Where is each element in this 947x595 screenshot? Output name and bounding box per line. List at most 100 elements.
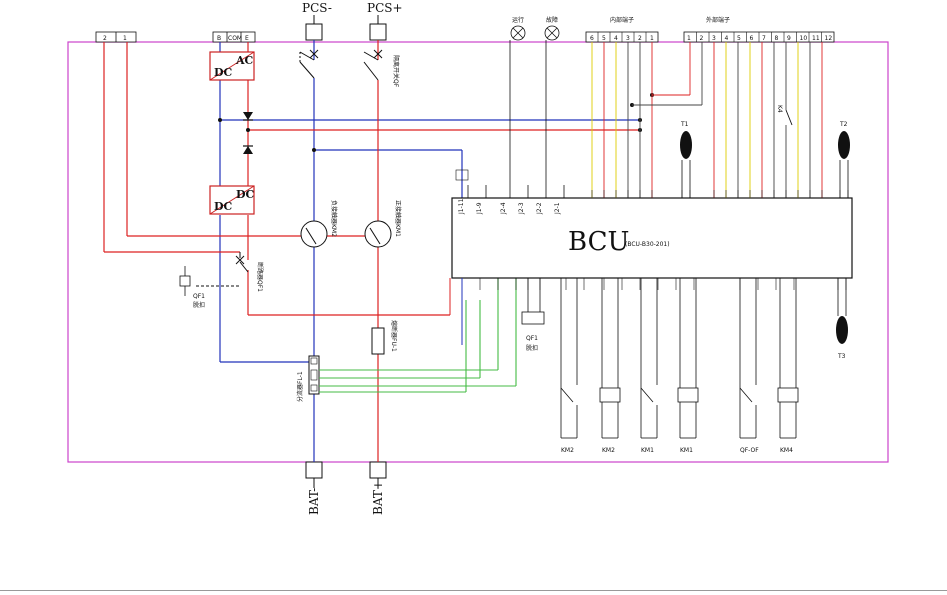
relay-label: QF-OF [740, 447, 759, 454]
t3-label: T3 [837, 353, 846, 360]
relay-label: KM1 [680, 447, 693, 454]
temp-sensor-t1 [680, 131, 692, 198]
outer-term-6: 6 [750, 35, 754, 42]
outer-term-1: 1 [687, 35, 691, 42]
terminal-block-left: 2 1 [95, 31, 137, 43]
relay-group: KM2 KM2 KM1 KM1 QF-OF KM4 [559, 278, 799, 454]
svg-text:J1-11: J1-11 [458, 198, 465, 215]
k4-label: K4 [776, 105, 783, 113]
diodes [243, 112, 253, 154]
bcu-module: BCU (BCU-B30-201) [451, 197, 853, 279]
shunt-label: 分流器FL-1 [296, 371, 304, 402]
relay-label: KM1 [641, 447, 654, 454]
negative-bus [219, 40, 640, 462]
bat-plus-label: BAT+ [371, 480, 385, 515]
bat-plus-terminal [369, 461, 387, 479]
temp-sensor-t2 [838, 131, 850, 198]
ac-label-1: AC [235, 54, 254, 67]
outer-term-9: 9 [787, 35, 791, 42]
run-lamp-label: 运行 [512, 16, 524, 24]
inner-term-4: 4 [614, 35, 618, 42]
pcs-plus-terminal [369, 23, 387, 41]
km2-label: 负接触器KM2 [330, 200, 338, 237]
qf1-left-sub: 脱扣 [193, 301, 205, 309]
inner-term-2: 2 [638, 35, 642, 42]
outer-term-10: 10 [800, 35, 808, 42]
relay-0: KM2 [559, 278, 579, 454]
breaker-qf1 [196, 252, 249, 287]
k4-switch [785, 109, 793, 126]
outer-terminal-group-label: 外部端子 [706, 16, 730, 24]
fault-lamp [544, 25, 560, 41]
dc-label-2: DC [214, 200, 233, 213]
dc-label-3: DC [236, 188, 255, 201]
inner-terminal-block [585, 31, 659, 43]
relay-label: KM2 [602, 447, 615, 454]
qf1-left-label: QF1 [193, 293, 205, 300]
svg-text:J2-1: J2-1 [554, 202, 561, 215]
qf1-trip-coil-left [179, 275, 191, 287]
relay-3: KM1 [677, 278, 699, 454]
cabinet-frame [67, 41, 889, 463]
outer-term-8: 8 [775, 35, 779, 42]
outer-term-3: 3 [712, 35, 716, 42]
outer-term-5: 5 [737, 35, 741, 42]
load-isolating-switch [299, 49, 383, 81]
bcu-model: (BCU-B30-201) [625, 241, 670, 248]
terminal-left-1: 1 [123, 35, 127, 42]
dc-ac-converter: DC AC [209, 51, 255, 81]
pcs-minus-terminal [305, 23, 323, 41]
inner-term-5: 5 [602, 35, 606, 42]
pcs-minus-label: PCS- [302, 1, 332, 15]
bcu-top-signal-pins [591, 190, 849, 198]
inner-terminal-wires [591, 42, 653, 198]
inner-term-6: 6 [590, 35, 594, 42]
terminal-power-com: COM [228, 35, 242, 42]
inner-term-3: 3 [626, 35, 630, 42]
fuse-fu1 [371, 327, 385, 355]
terminal-power-e: E [245, 35, 249, 42]
outer-term-2: 2 [700, 35, 704, 42]
relay-label: KM4 [780, 447, 793, 454]
isolating-switch-label: 隔离开关QF [392, 55, 400, 88]
relay-4: QF-OF [738, 278, 759, 454]
fault-lamp-label: 故障 [546, 16, 558, 24]
km1-label: 正接触器KM1 [394, 200, 402, 237]
bcu-bottom-pins [449, 278, 847, 290]
svg-text:J2-2: J2-2 [536, 202, 543, 215]
t2-label: T2 [839, 121, 848, 128]
outer-term-12: 12 [825, 35, 833, 42]
qf1-trip-coil-mid [521, 278, 545, 325]
terminal-left-2: 2 [103, 35, 107, 42]
outer-term-4: 4 [725, 35, 729, 42]
qf1-mid-label: QF1 [526, 335, 538, 342]
relay-5: KM4 [777, 278, 799, 454]
positive-contactor-km1 [364, 220, 392, 248]
bcu-top-pin-labels: J1-11 J1-9 J2-4 J2-3 J2-2 J2-1 [458, 198, 561, 215]
inner-term-1: 1 [650, 35, 654, 42]
bat-minus-terminal [305, 461, 323, 479]
qf1-mid-sub: 脱扣 [526, 344, 538, 352]
dc-label-1: DC [214, 66, 233, 79]
terminal-block-power: B COM E [212, 31, 256, 43]
svg-text:J2-4: J2-4 [500, 202, 507, 215]
pcs-plus-label: PCS+ [367, 1, 403, 15]
bat-minus-label: BAT- [307, 488, 321, 515]
footer-divider [0, 590, 947, 591]
outer-term-11: 11 [812, 35, 820, 42]
t1-label: T1 [680, 121, 689, 128]
relay-label: KM2 [561, 447, 574, 454]
run-lamp [510, 25, 526, 41]
breaker-qf1-label: 断路器QF1 [256, 262, 264, 292]
junction-dots [218, 93, 654, 238]
outer-terminal-wires [632, 42, 823, 198]
shunt-fl1 [308, 355, 320, 395]
shunt-signal-wires [319, 278, 517, 393]
negative-contactor-km2 [300, 220, 328, 248]
outer-term-7: 7 [762, 35, 766, 42]
bcu-title: BCU [568, 227, 629, 257]
fuse-label: 熔断器FU-1 [390, 320, 398, 352]
small-box [455, 169, 469, 181]
